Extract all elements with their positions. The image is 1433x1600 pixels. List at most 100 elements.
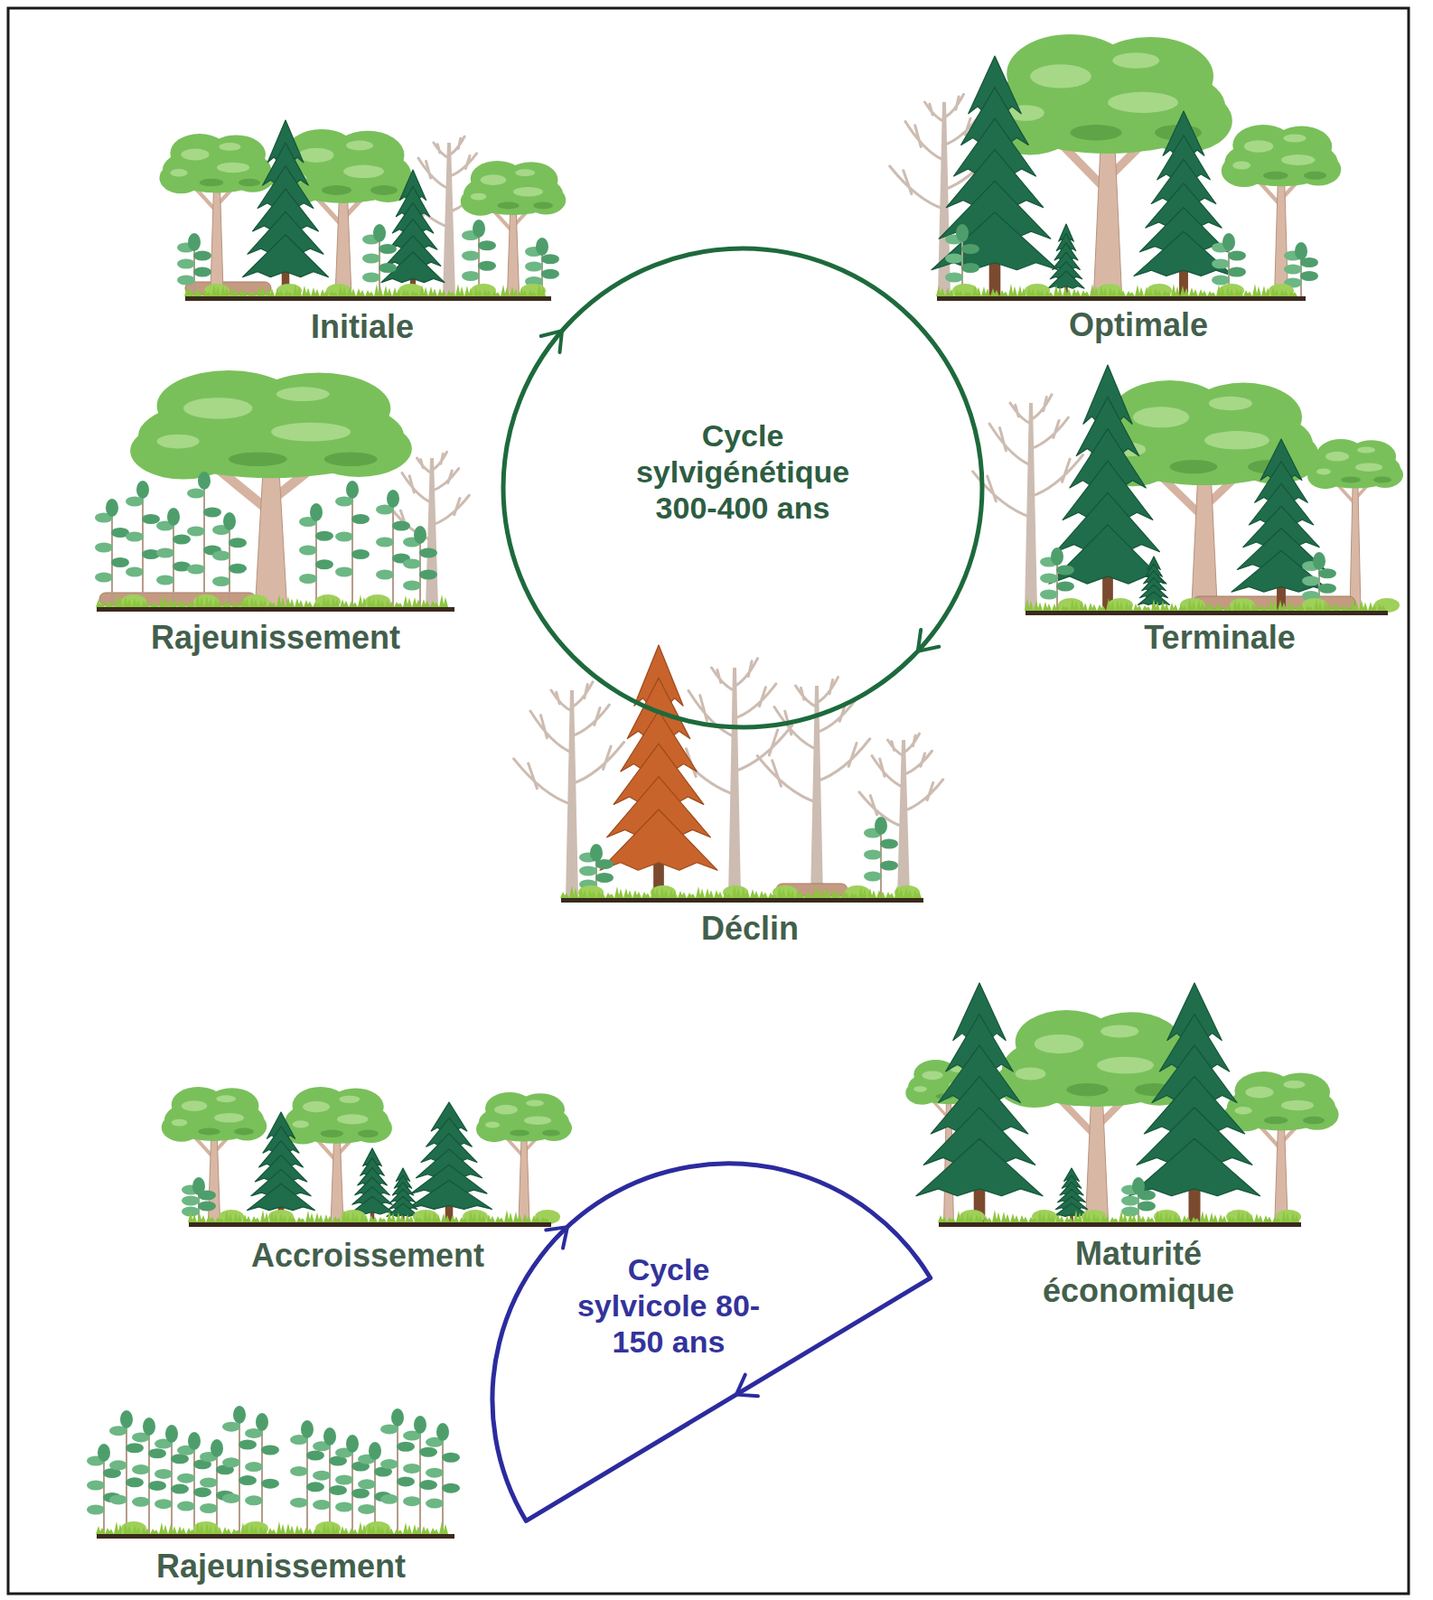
sapling-leaves bbox=[477, 261, 497, 272]
sapling-leaves bbox=[109, 1494, 128, 1505]
sapling-leaves bbox=[222, 1457, 241, 1468]
sapling-leaves bbox=[193, 267, 212, 278]
sapling-leaves bbox=[1211, 259, 1230, 270]
cycle-half-circle: Cycle sylvicole 80-150 ans bbox=[483, 1154, 940, 1530]
sapling-leaves bbox=[228, 537, 247, 548]
sapling-leaves bbox=[210, 1439, 224, 1458]
sapling-leaves bbox=[524, 262, 544, 272]
sapling-leaves bbox=[945, 253, 964, 264]
tree-crown-shade bbox=[542, 1129, 561, 1136]
tree-crown-shade bbox=[921, 1070, 943, 1080]
dead-branches bbox=[514, 682, 625, 806]
sapling-stem bbox=[141, 489, 144, 608]
sapling-leaves bbox=[961, 243, 980, 254]
arrowhead bbox=[736, 1375, 759, 1397]
tree-crown-shade bbox=[1100, 1024, 1139, 1038]
sapling-leaves bbox=[1294, 242, 1308, 261]
tree-crown-shade bbox=[1264, 1116, 1288, 1125]
sapling-leaves bbox=[125, 1442, 144, 1453]
dead-branches bbox=[390, 451, 469, 540]
tree-crown-shade bbox=[1303, 171, 1327, 180]
sapling-stem bbox=[103, 1452, 105, 1535]
dead-branches bbox=[859, 733, 944, 827]
tree-crown-shade bbox=[485, 1121, 500, 1128]
sapling-leaves bbox=[863, 871, 882, 882]
forest-scene bbox=[973, 365, 1404, 616]
tree-crown-shade bbox=[1030, 64, 1092, 88]
tree-crown-shade bbox=[1208, 396, 1253, 411]
sapling-leaves bbox=[223, 512, 236, 531]
sapling-stem bbox=[193, 1441, 196, 1535]
sapling-leaves bbox=[156, 575, 175, 586]
sapling-leaves bbox=[541, 269, 560, 280]
tree-crown-shade bbox=[524, 1115, 552, 1125]
sapling-leaves bbox=[187, 526, 206, 537]
sapling-leaves bbox=[125, 532, 144, 543]
sapling-leaves bbox=[335, 1475, 354, 1486]
tree-crown-shade bbox=[357, 1130, 379, 1138]
tree-crown-shade bbox=[299, 148, 335, 163]
ground-line bbox=[1025, 610, 1388, 616]
sapling-leaves bbox=[299, 573, 318, 584]
sapling-leaves bbox=[328, 1485, 347, 1496]
sapling-leaves bbox=[386, 489, 400, 508]
sapling-leaves bbox=[109, 1460, 128, 1471]
sapling-leaves bbox=[181, 1196, 200, 1207]
sapling-leaves bbox=[165, 1424, 178, 1443]
tree-crown-shade bbox=[1234, 1106, 1252, 1115]
sapling-leaves bbox=[1283, 264, 1302, 275]
tree-crown-shade bbox=[1133, 406, 1190, 428]
sapling-leaves bbox=[131, 1464, 150, 1475]
tree-crown-shade bbox=[234, 1128, 254, 1136]
sapling-leaves bbox=[413, 525, 427, 544]
sapling-leaves bbox=[1227, 267, 1246, 278]
sapling-leaves bbox=[187, 1432, 201, 1451]
conifer-tier bbox=[1133, 231, 1234, 276]
sapling-leaves bbox=[97, 1443, 111, 1462]
dead-trunk bbox=[442, 142, 456, 297]
sapling-leaves bbox=[309, 503, 323, 522]
tree-trunk bbox=[330, 1130, 344, 1223]
sapling-leaves bbox=[402, 1496, 422, 1507]
tree-crown-shade bbox=[199, 178, 224, 188]
sapling-leaves bbox=[136, 480, 150, 499]
sapling-leaves bbox=[436, 1423, 450, 1442]
sapling-stem bbox=[172, 516, 175, 608]
sapling-leaves bbox=[874, 816, 888, 835]
sapling-leaves bbox=[244, 1495, 263, 1506]
sapling-leaves bbox=[357, 1504, 376, 1515]
conifer-tier bbox=[1231, 551, 1331, 593]
sapling-leaves bbox=[595, 872, 614, 883]
stage-label: Accroissement bbox=[251, 1236, 485, 1274]
tree-crown-shade bbox=[1244, 140, 1274, 153]
forest-scene bbox=[159, 120, 566, 301]
tree-trunk bbox=[518, 1130, 530, 1223]
sapling-leaves bbox=[238, 1440, 257, 1451]
sapling-leaves bbox=[392, 521, 411, 532]
ground-line bbox=[938, 1222, 1302, 1227]
sapling-leaves bbox=[290, 1498, 309, 1508]
sapling-leaves bbox=[315, 559, 334, 570]
sapling-leaves bbox=[351, 549, 370, 560]
tree-crown-shade bbox=[1204, 430, 1270, 450]
tree-crown bbox=[1086, 37, 1214, 116]
tree-crown-shade bbox=[338, 1095, 360, 1104]
sapling-leaves bbox=[203, 507, 222, 518]
arrowhead bbox=[917, 629, 939, 652]
sapling-leaves bbox=[413, 1415, 427, 1434]
sapling-leaves bbox=[351, 514, 370, 525]
sapling-leaves bbox=[362, 253, 381, 264]
sapling-leaves bbox=[346, 480, 359, 499]
conifer-tier bbox=[931, 212, 1059, 271]
sapling-leaves bbox=[419, 1479, 438, 1490]
tree-crown-shade bbox=[321, 185, 352, 196]
tree-crown-shade bbox=[214, 1113, 244, 1124]
forest-scene bbox=[905, 983, 1339, 1227]
sapling-leaves bbox=[177, 259, 196, 270]
sapling-leaves bbox=[255, 1413, 269, 1432]
conifer-tier bbox=[916, 1138, 1043, 1197]
dead-trunk bbox=[425, 458, 439, 608]
sapling-leaves bbox=[125, 567, 144, 578]
sapling-leaves bbox=[228, 563, 247, 574]
